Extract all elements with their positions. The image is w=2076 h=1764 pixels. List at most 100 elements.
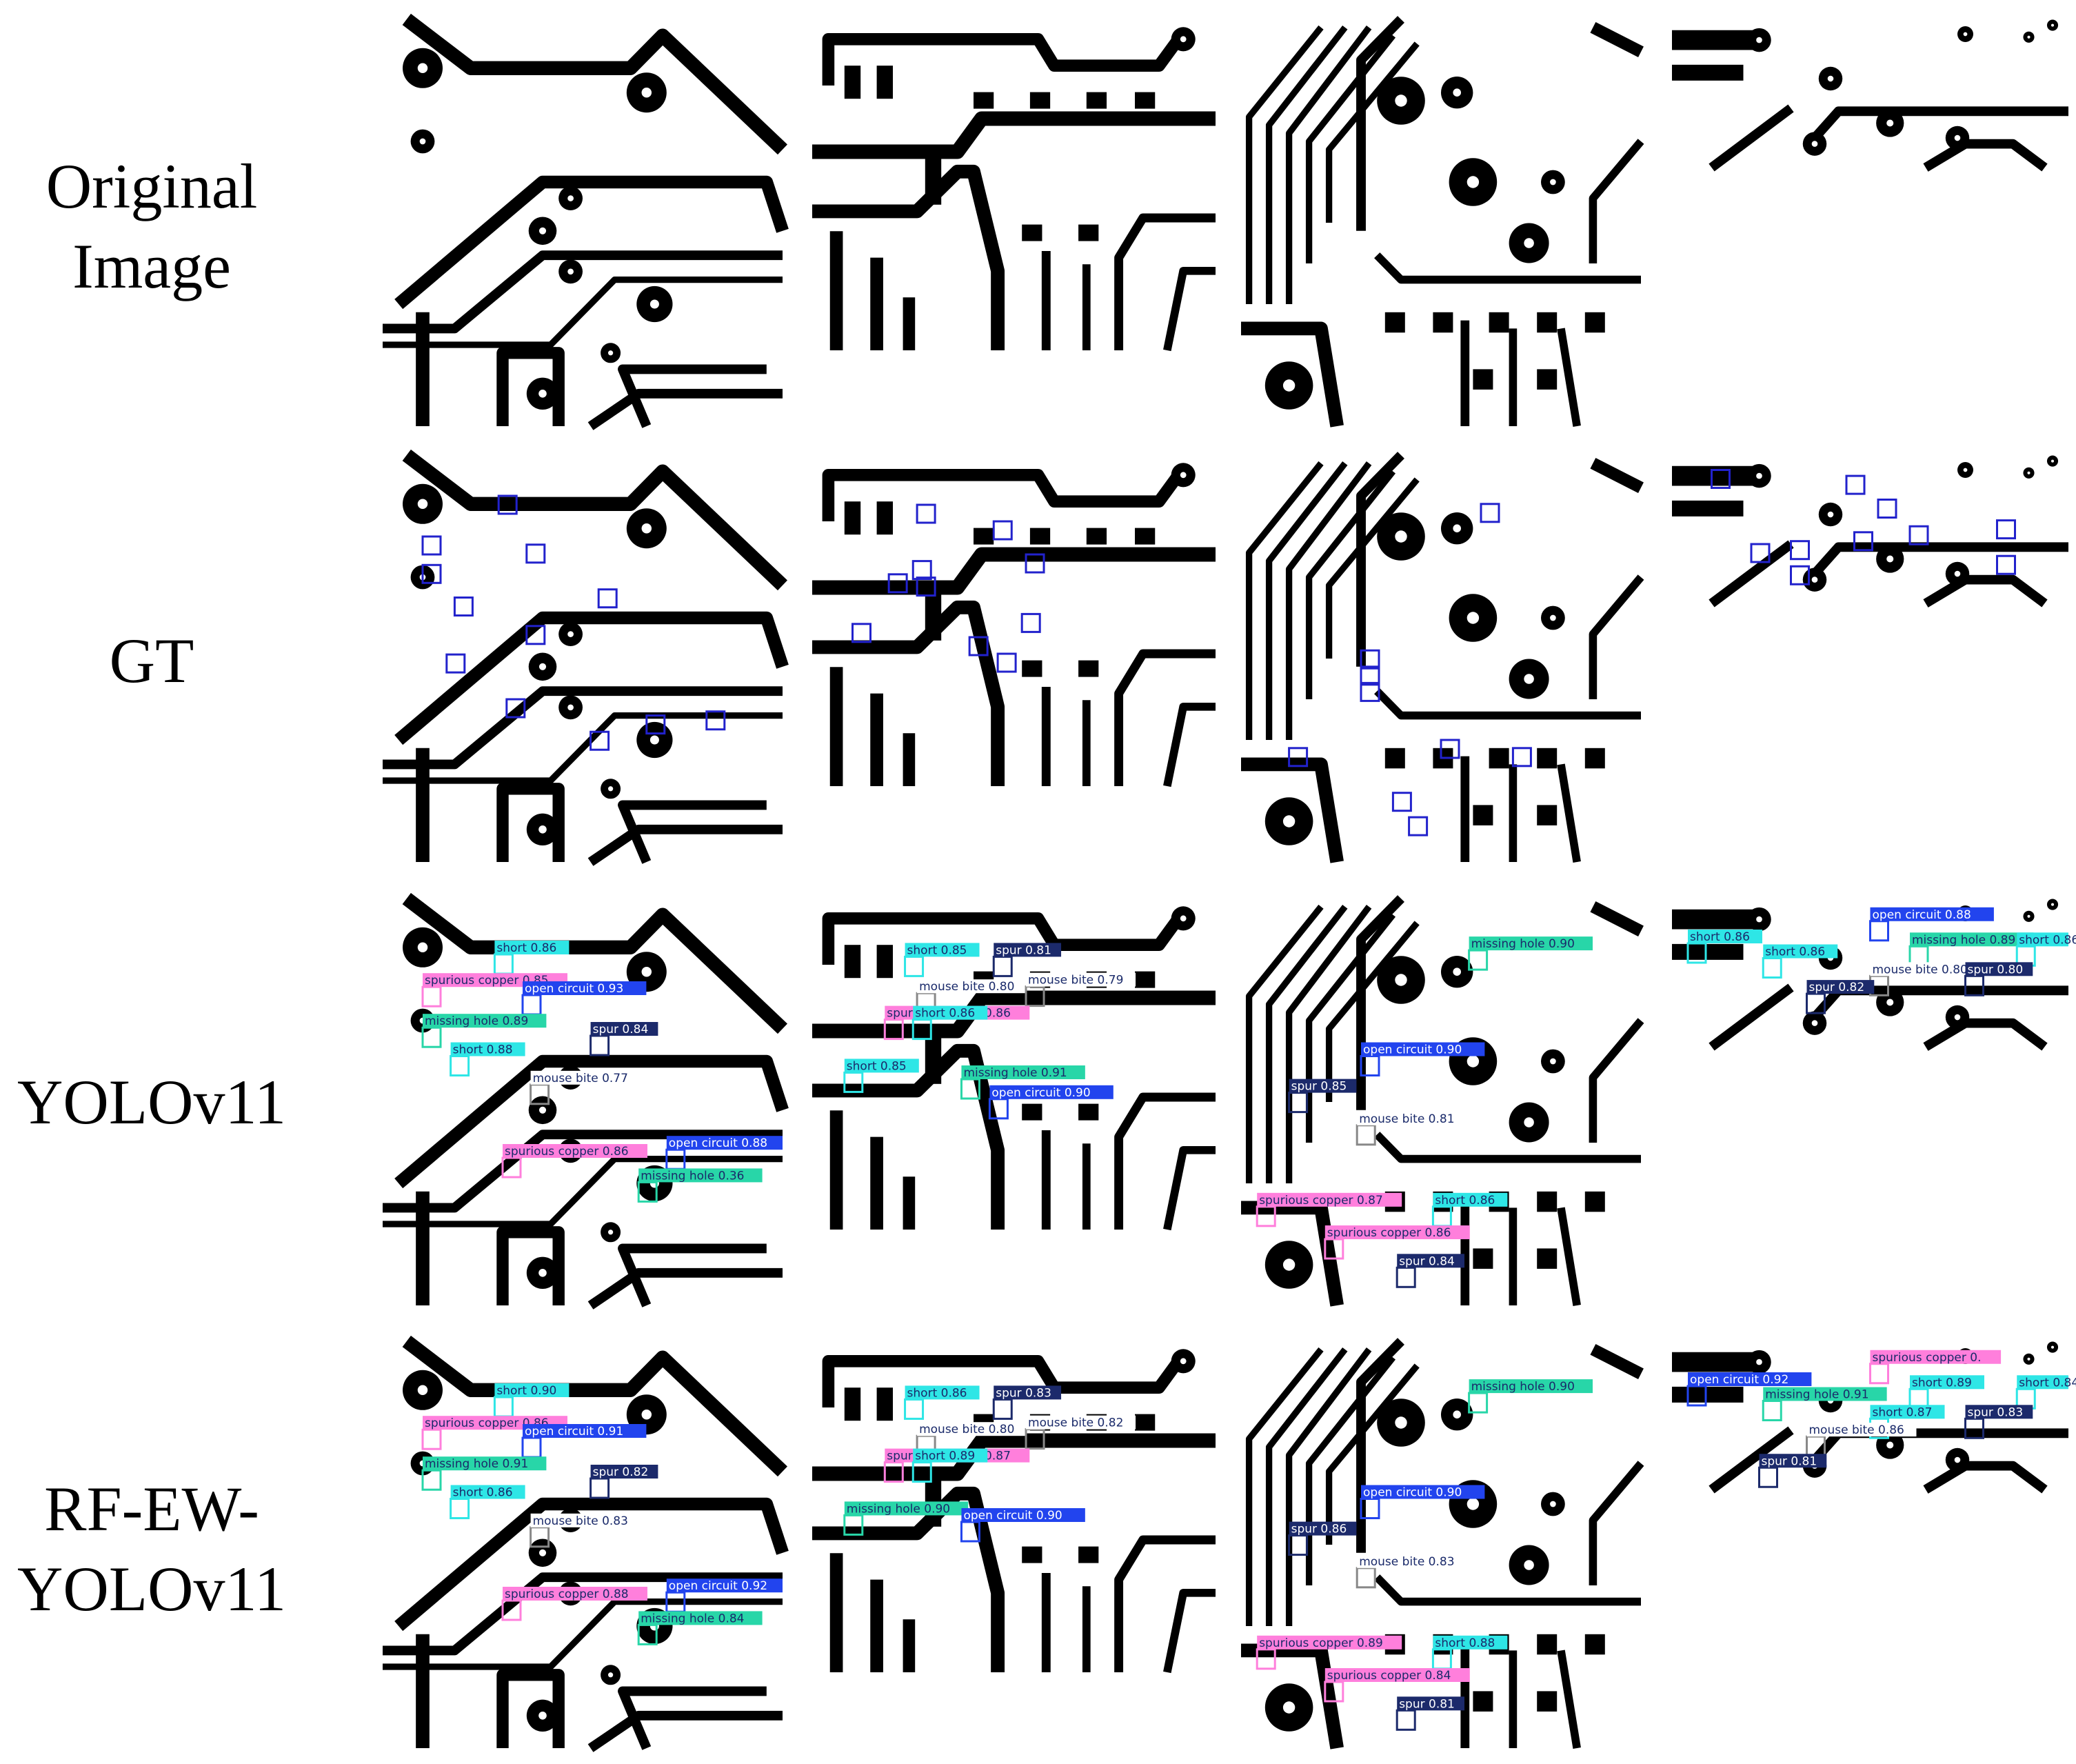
detection-label: short 0.89	[1912, 1376, 1972, 1390]
drill-hole	[2027, 35, 2030, 39]
gt-box	[916, 503, 936, 524]
copper-trace	[1245, 904, 1324, 1183]
copper-pad	[1078, 224, 1099, 241]
detection-open-circuit: open circuit 0.92	[1686, 1372, 1812, 1407]
row-label-line: Original	[46, 151, 258, 221]
copper-pad	[1078, 1103, 1099, 1121]
detection-box	[1288, 1534, 1309, 1556]
detection-spurious-copper: spurious copper 0.89	[1256, 1635, 1402, 1670]
detection-label-bg	[961, 1508, 1085, 1522]
detection-spur: spur 0.81	[1395, 1696, 1464, 1731]
detection-mouse-bite: mouse bite 0.80	[1869, 962, 1980, 996]
drill-hole	[1282, 1259, 1296, 1271]
row-label-line: RF-EW-	[44, 1474, 259, 1544]
detection-short: short 0.89	[911, 1448, 988, 1483]
copper-pad	[1078, 660, 1099, 677]
detection-spurious-copper: spurious copper 0.86	[501, 1144, 647, 1179]
detection-label-bg	[503, 1144, 647, 1158]
copper-pad	[1537, 748, 1558, 769]
detection-mouse-bite: mouse bite 0.81	[1356, 1111, 1467, 1146]
copper-trace	[1923, 1018, 2048, 1051]
detection-label: spurious copper 0.84	[1327, 1669, 1451, 1683]
detection-mouse-bite: mouse bite 0.83	[1356, 1554, 1467, 1589]
detection-label: open circuit 0.90	[1363, 1043, 1462, 1057]
drill-hole	[1756, 1359, 1762, 1365]
gt-box	[445, 653, 466, 674]
detection-box	[421, 1428, 442, 1450]
detection-label-bg	[1324, 1668, 1470, 1682]
pcb-traces	[383, 1335, 789, 1752]
copper-pad	[1584, 1634, 1605, 1655]
copper-trace	[1265, 904, 1348, 1183]
copper-pad	[925, 158, 942, 205]
copper-pad	[1537, 805, 1558, 825]
copper-trace	[1325, 921, 1420, 1102]
detection-label-bg	[523, 1424, 647, 1438]
detection-spurious-copper: spurious copper 0.84	[1324, 1668, 1470, 1703]
detection-label: open circuit 0.90	[991, 1086, 1090, 1100]
copper-pad	[1135, 92, 1156, 109]
drill-hole	[1282, 1701, 1296, 1714]
drill-hole	[649, 299, 659, 309]
drill-hole	[1395, 530, 1407, 543]
gt-box	[505, 698, 526, 719]
gt-box	[1996, 554, 2016, 575]
copper-trace	[1557, 1207, 1581, 1306]
drill-hole	[1395, 1416, 1407, 1429]
copper-trace	[1589, 574, 1644, 699]
detection-label: open circuit 0.88	[669, 1136, 767, 1150]
copper-trace	[394, 611, 789, 745]
detection-box	[843, 1071, 864, 1093]
drill-hole	[2027, 1357, 2030, 1361]
detection-label: spurious copper 0.85	[425, 974, 549, 988]
copper-pad	[1433, 312, 1453, 333]
detection-spur: spur 0.80	[1964, 962, 2033, 996]
detection-spur: spur 0.81	[992, 943, 1062, 977]
copper-trace	[618, 1686, 767, 1750]
copper-trace	[1265, 1347, 1348, 1626]
copper-pad	[1537, 1634, 1558, 1655]
copper-trace	[618, 364, 767, 428]
copper-pad	[1473, 805, 1493, 825]
drill-hole	[2050, 1345, 2055, 1349]
detection-box	[1256, 1205, 1276, 1227]
detection-label-bg	[590, 1022, 658, 1036]
detection-label: mouse bite 0.80	[919, 980, 1014, 994]
detection-label: open circuit 0.93	[525, 982, 623, 996]
detection-box	[493, 953, 514, 975]
detection-spur: spur 0.83	[992, 1385, 1062, 1420]
copper-trace	[402, 892, 787, 1034]
copper-trace	[1114, 649, 1216, 786]
gt-box	[911, 560, 932, 581]
copper-trace	[1356, 16, 1404, 231]
drill-hole	[1954, 134, 1961, 141]
detection-label: spurious copper 0.86	[505, 1145, 629, 1159]
drill-hole	[1886, 999, 1894, 1006]
detection-box	[637, 1181, 658, 1203]
copper-trace	[1811, 542, 2068, 577]
detection-label: missing hole 0.89	[1912, 933, 2015, 947]
detection-missing-hole: missing hole 0.91	[1762, 1387, 1887, 1421]
detection-label: spur 0.80	[1968, 963, 2024, 976]
copper-pad	[1537, 1191, 1558, 1212]
drill-hole	[1180, 472, 1187, 479]
detection-label-bg	[1688, 1372, 1812, 1386]
gt-box	[1853, 531, 1873, 552]
detection-label-bg	[1870, 962, 1980, 976]
drill-hole	[1524, 1560, 1534, 1570]
detection-mouse-bite: mouse bite 0.80	[916, 979, 1027, 1014]
detection-label-bg	[1026, 1415, 1136, 1430]
detection-label: missing hole 0.90	[847, 1502, 950, 1516]
copper-trace	[1590, 458, 1644, 493]
detection-label-bg	[1289, 1521, 1357, 1536]
detection-box	[530, 1526, 550, 1548]
copper-trace	[822, 908, 1189, 965]
detection-label: mouse bite 0.77	[533, 1072, 628, 1085]
detection-label-bg	[917, 1422, 1027, 1436]
detection-label-bg	[1759, 1454, 1827, 1468]
